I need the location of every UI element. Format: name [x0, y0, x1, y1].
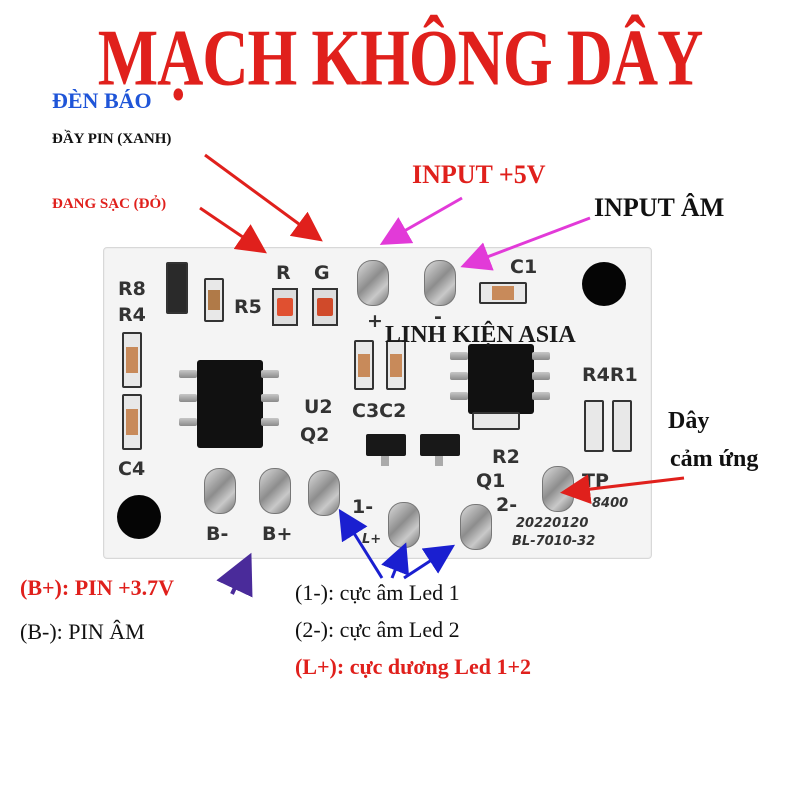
- arrow-battery-positive: [216, 552, 253, 598]
- resistor-r1: [612, 400, 632, 452]
- touch-wire-label-line1: Dây: [668, 408, 710, 434]
- arrow-led2-neg: [403, 544, 456, 580]
- chip-right: [468, 344, 534, 414]
- chip-right-pin: [450, 372, 468, 380]
- led2-negative-label: (2-): cực âm Led 2: [295, 617, 460, 642]
- battery-negative-pad: [204, 468, 236, 514]
- arrow-touch-wire: [560, 474, 685, 505]
- watermark-text: LINH KIỆN ASIA: [385, 322, 576, 348]
- u2-pin: [261, 370, 279, 378]
- indicator-heading: ĐÈN BÁO: [52, 88, 152, 113]
- silk-code: 8400: [592, 496, 629, 511]
- chip-right-pin: [532, 392, 550, 400]
- input-negative-pad: [424, 260, 456, 306]
- led1-negative-pad: [388, 502, 420, 548]
- resistor-r8: [166, 262, 188, 314]
- silk-r8: R8: [118, 278, 146, 300]
- arrow-led-pos: [381, 542, 410, 579]
- silk-q2: Q2: [300, 424, 330, 446]
- silk-g: G: [314, 262, 330, 284]
- arrow-input-negative: [460, 216, 591, 271]
- led1-negative-label: (1-): cực âm Led 1: [295, 580, 460, 605]
- chip-right-pin: [450, 352, 468, 360]
- u2-pin: [179, 394, 197, 402]
- capacitor-c3: [354, 340, 374, 390]
- transistor-leg: [381, 456, 389, 466]
- silk-b-minus: B-: [206, 523, 229, 545]
- silk-two: 2-: [496, 494, 518, 516]
- led-positive-pad: [308, 470, 340, 516]
- transistor-q2: [366, 434, 406, 456]
- input-positive-pad: [357, 260, 389, 306]
- silk-r2: R2: [492, 446, 520, 468]
- u2-pin: [261, 394, 279, 402]
- led-green: [312, 288, 338, 326]
- silk-r4r1: R4R1: [582, 364, 638, 386]
- silk-u2: U2: [304, 396, 333, 418]
- transistor-leg: [435, 456, 443, 466]
- transistor-q1: [420, 434, 460, 456]
- chip-right-pin: [532, 372, 550, 380]
- silk-model: BL-7010-32: [512, 534, 596, 549]
- chip-u2: [197, 360, 263, 448]
- led-red: [272, 288, 298, 326]
- silk-plus: +: [367, 310, 383, 332]
- battery-negative-label: (B-): PIN ÂM: [20, 619, 145, 644]
- silk-r: R: [276, 262, 291, 284]
- arrow-input-positive: [379, 196, 463, 245]
- silk-c4: C4: [118, 458, 146, 480]
- arrow-full-to-led: [204, 153, 323, 242]
- silk-c1: C1: [510, 256, 538, 278]
- u2-pin: [179, 418, 197, 426]
- silk-b-plus: B+: [262, 523, 293, 545]
- chip-right-pin: [532, 352, 550, 360]
- silk-r5: R5: [234, 296, 262, 318]
- mounting-hole-top-right: [582, 262, 626, 306]
- resistor-r4: [584, 400, 604, 452]
- silk-c3c2: C3C2: [352, 400, 407, 422]
- capacitor-left-1: [122, 332, 142, 388]
- touch-wire-label-line2: cảm ứng: [670, 446, 759, 472]
- battery-positive-label: (B+): PIN +3.7V: [20, 575, 174, 600]
- capacitor-c1: [479, 282, 527, 304]
- led2-negative-pad: [460, 504, 492, 550]
- led-positive-label: (L+): cực dương Led 1+2: [295, 654, 531, 679]
- arrow-charging-to-led: [199, 206, 267, 254]
- silk-q1: Q1: [476, 470, 506, 492]
- silk-minus: -: [434, 306, 442, 328]
- indicator-full-label: ĐẦY PIN (XANH): [52, 131, 172, 147]
- resistor-r4-top: [204, 278, 224, 322]
- battery-positive-pad: [259, 468, 291, 514]
- input-negative-label: INPUT ÂM: [594, 193, 725, 222]
- page-title: MẠCH KHÔNG DÂY: [97, 13, 704, 102]
- silk-date: 20220120: [516, 516, 589, 531]
- resistor-2e4: [472, 412, 520, 430]
- chip-right-pin: [450, 392, 468, 400]
- indicator-charging-label: ĐANG SẠC (ĐỎ): [52, 196, 167, 212]
- u2-pin: [179, 370, 197, 378]
- silk-r4a: R4: [118, 304, 146, 326]
- mounting-hole-bottom-left: [117, 495, 161, 539]
- pcb-board: + - R G R5 R8 R4 C4 U2 Q2 C3C2 C1 R4R1 R…: [103, 247, 652, 559]
- input-positive-label: INPUT +5V: [412, 160, 546, 189]
- capacitor-left-2: [122, 394, 142, 450]
- arrow-led1-neg: [338, 508, 384, 579]
- capacitor-c2: [386, 340, 406, 390]
- u2-pin: [261, 418, 279, 426]
